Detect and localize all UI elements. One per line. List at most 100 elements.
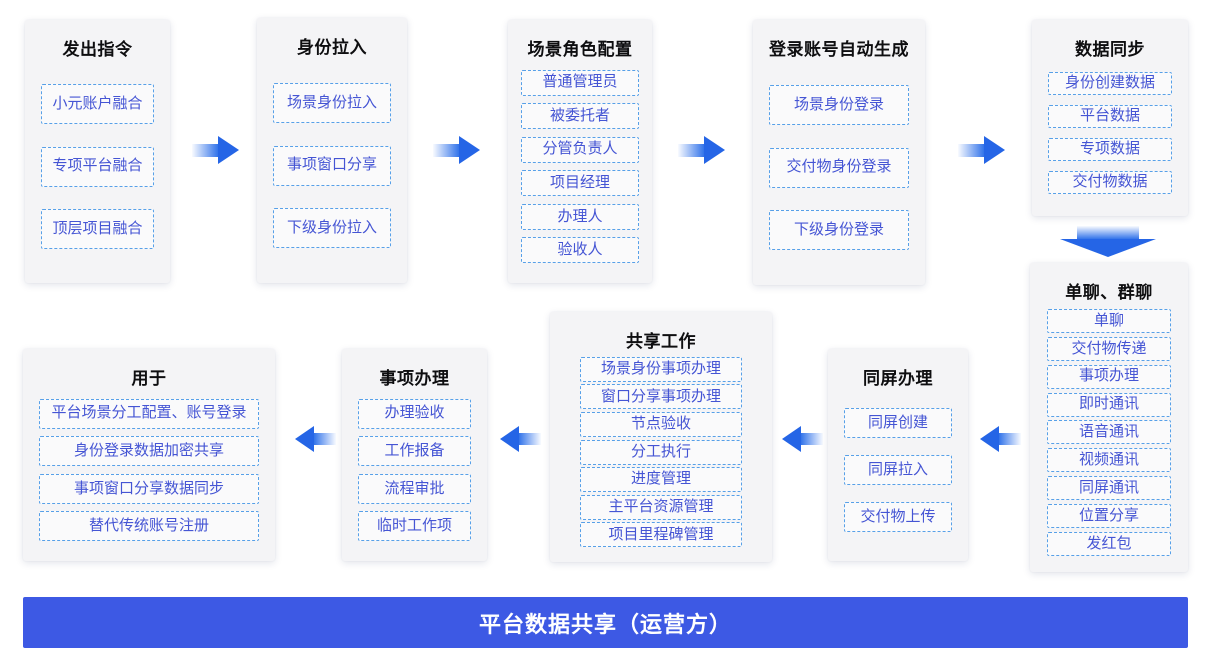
flow-item: 主平台资源管理 — [580, 494, 742, 520]
arrow-down-icon — [1060, 226, 1156, 257]
arrow-head — [1060, 239, 1156, 257]
panel-title: 事项办理 — [379, 369, 450, 388]
arrow-tail — [958, 143, 984, 157]
panel-data-sync: 数据同步 身份创建数据 平台数据 专项数据 交付物数据 — [1032, 20, 1188, 216]
panel-items: 小元账户融合 专项平台融合 顶层项目融合 — [25, 62, 170, 271]
arrow-head — [459, 136, 480, 164]
flow-item: 交付物传递 — [1047, 336, 1171, 361]
panel-title: 身份拉入 — [297, 38, 367, 57]
flow-item: 即时通讯 — [1047, 392, 1171, 417]
panel-title: 登录账号自动生成 — [769, 40, 909, 59]
flow-item: 分工执行 — [580, 439, 742, 465]
panel-items: 场景身份拉入 事项窗口分享 下级身份拉入 — [257, 60, 407, 271]
panel-items: 办理验收 工作报备 流程审批 临时工作项 — [342, 391, 487, 549]
panel-shared-work: 共享工作 场景身份事项办理 窗口分享事项办理 节点验收 分工执行 进度管理 主平… — [550, 312, 772, 562]
flow-item: 事项办理 — [1047, 364, 1171, 389]
flow-item: 视频通讯 — [1047, 448, 1171, 473]
panel-items: 单聊 交付物传递 事项办理 即时通讯 语音通讯 视频通讯 同屏通讯 位置分享 发… — [1030, 305, 1188, 560]
flow-item: 平台场景分工配置、账号登录 — [39, 398, 259, 429]
flow-item: 项目里程碑管理 — [580, 522, 742, 548]
flow-item: 交付物数据 — [1048, 171, 1172, 194]
arrow-right-icon — [678, 136, 725, 164]
flow-item: 普通管理员 — [521, 69, 639, 96]
flow-item: 交付物上传 — [844, 502, 952, 532]
arrow-right-icon — [958, 136, 1005, 164]
flow-item: 验收人 — [521, 237, 639, 264]
flow-item: 临时工作项 — [358, 511, 471, 542]
panel-scene-role-config: 场景角色配置 普通管理员 被委托者 分管负责人 项目经理 办理人 验收人 — [508, 20, 652, 283]
arrow-left-icon — [500, 426, 541, 452]
flow-item: 平台数据 — [1048, 105, 1172, 128]
arrow-head — [500, 426, 519, 452]
arrow-tail — [192, 143, 218, 157]
panel-title: 数据同步 — [1075, 40, 1145, 59]
panel-title: 同屏办理 — [863, 369, 933, 388]
flow-item: 发红包 — [1047, 532, 1171, 557]
flow-item: 节点验收 — [580, 411, 742, 437]
bottom-banner: 平台数据共享（运营方） — [23, 597, 1188, 648]
arrow-tail — [314, 433, 336, 445]
flow-item: 交付物身份登录 — [769, 147, 909, 188]
panel-items: 普通管理员 被委托者 分管负责人 项目经理 办理人 验收人 — [508, 62, 652, 271]
flow-item: 办理验收 — [358, 398, 471, 429]
panel-issue-command: 发出指令 小元账户融合 专项平台融合 顶层项目融合 — [25, 20, 170, 283]
arrow-right-icon — [192, 136, 239, 164]
flow-item: 专项平台融合 — [41, 146, 154, 187]
panel-login-auto-generate: 登录账号自动生成 场景身份登录 交付物身份登录 下级身份登录 — [753, 20, 925, 285]
flow-item: 下级身份拉入 — [273, 208, 391, 249]
arrow-head — [218, 136, 239, 164]
arrow-tail — [433, 143, 459, 157]
flow-item: 身份登录数据加密共享 — [39, 436, 259, 467]
flow-item: 项目经理 — [521, 170, 639, 197]
flow-item: 小元账户融合 — [41, 84, 154, 125]
arrow-tail — [999, 433, 1021, 445]
panel-items: 身份创建数据 平台数据 专项数据 交付物数据 — [1032, 62, 1188, 204]
flow-item: 事项窗口分享 — [273, 145, 391, 186]
arrow-head — [782, 426, 801, 452]
flow-item: 办理人 — [521, 203, 639, 230]
flow-item: 场景身份拉入 — [273, 82, 391, 123]
arrow-tail — [1077, 226, 1139, 239]
panel-title: 共享工作 — [626, 332, 696, 351]
flow-item: 被委托者 — [521, 103, 639, 130]
flow-item: 单聊 — [1047, 308, 1171, 333]
flow-item: 身份创建数据 — [1048, 72, 1172, 95]
arrow-head — [984, 136, 1005, 164]
flow-item: 顶层项目融合 — [41, 208, 154, 249]
arrow-left-icon — [782, 426, 823, 452]
arrow-head — [295, 426, 314, 452]
flow-item: 分管负责人 — [521, 136, 639, 163]
arrow-right-icon — [433, 136, 480, 164]
flow-item: 位置分享 — [1047, 504, 1171, 529]
flow-item: 流程审批 — [358, 473, 471, 504]
arrow-tail — [519, 433, 541, 445]
flow-item: 窗口分享事项办理 — [580, 384, 742, 410]
flow-item: 同屏创建 — [844, 408, 952, 438]
panel-items: 平台场景分工配置、账号登录 身份登录数据加密共享 事项窗口分享数据同步 替代传统… — [23, 391, 275, 549]
panel-items: 场景身份登录 交付物身份登录 下级身份登录 — [753, 62, 925, 273]
panel-title: 用于 — [131, 369, 167, 388]
arrow-tail — [801, 433, 823, 445]
flow-item: 事项窗口分享数据同步 — [39, 473, 259, 504]
panel-title: 发出指令 — [62, 40, 133, 59]
arrow-head — [704, 136, 725, 164]
flow-item: 同屏拉入 — [844, 455, 952, 485]
panel-title: 场景角色配置 — [527, 40, 633, 59]
panel-items: 场景身份事项办理 窗口分享事项办理 节点验收 分工执行 进度管理 主平台资源管理… — [550, 354, 772, 550]
flow-item: 替代传统账号注册 — [39, 511, 259, 542]
flow-item: 同屏通讯 — [1047, 476, 1171, 501]
flow-item: 场景身份事项办理 — [580, 356, 742, 382]
panel-same-screen-handle: 同屏办理 同屏创建 同屏拉入 交付物上传 — [828, 349, 968, 561]
flow-item: 场景身份登录 — [769, 84, 909, 125]
panel-single-group-chat: 单聊、群聊 单聊 交付物传递 事项办理 即时通讯 语音通讯 视频通讯 同屏通讯 … — [1030, 263, 1188, 572]
arrow-left-icon — [295, 426, 336, 452]
arrow-tail — [678, 143, 704, 157]
panel-title: 单聊、群聊 — [1065, 283, 1153, 302]
panel-used-for: 用于 平台场景分工配置、账号登录 身份登录数据加密共享 事项窗口分享数据同步 替… — [23, 349, 275, 561]
arrow-head — [980, 426, 999, 452]
flow-item: 工作报备 — [358, 436, 471, 467]
panel-matter-handle: 事项办理 办理验收 工作报备 流程审批 临时工作项 — [342, 349, 487, 561]
arrow-left-icon — [980, 426, 1021, 452]
flow-item: 进度管理 — [580, 467, 742, 493]
